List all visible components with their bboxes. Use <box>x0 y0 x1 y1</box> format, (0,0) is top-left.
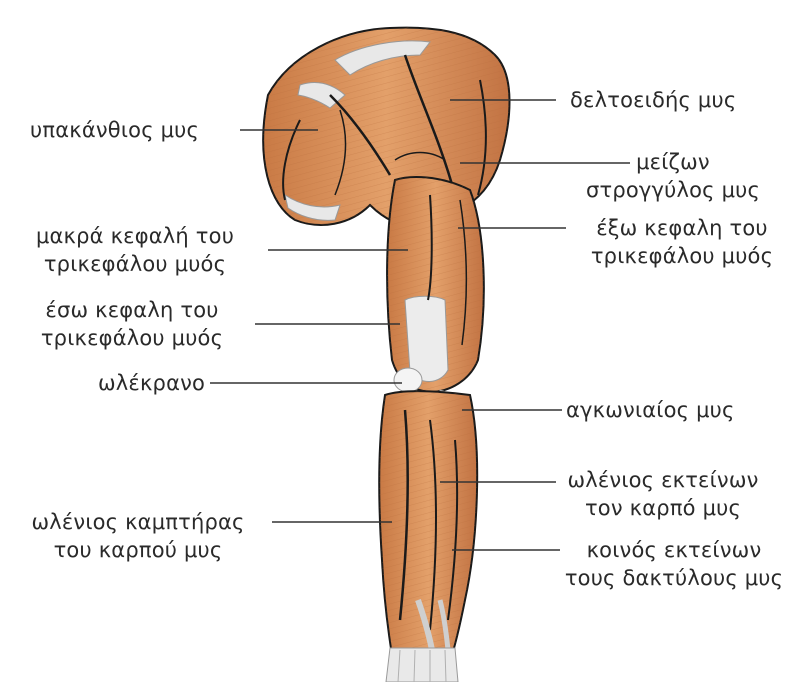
label-long-head-line2: τρικεφάλου μυός <box>10 250 260 278</box>
label-teres-major: μείζων στρογγύλος μυς <box>562 148 784 204</box>
label-long-head: μακρά κεφαλή του τρικεφάλου μυός <box>10 222 260 278</box>
forearm-group <box>379 391 477 682</box>
label-lateral-head-line1: έξω κεφαλη του <box>566 214 798 242</box>
label-long-head-line1: μακρά κεφαλή του <box>10 222 260 250</box>
label-lateral-head-line2: τρικεφάλου μυός <box>566 242 798 270</box>
upper-arm-group <box>387 177 484 392</box>
label-medial-head-line1: έσω κεφαλη του <box>10 296 254 324</box>
label-medial-head: έσω κεφαλη του τρικεφάλου μυός <box>10 296 254 352</box>
label-ecu-line1: ωλένιος εκτείνων <box>556 466 770 494</box>
label-anconeus: αγκωνιαίος μυς <box>566 396 735 424</box>
label-infraspinatus: υπακάνθιος μυς <box>30 116 199 144</box>
label-olecranon: ωλέκρανο <box>98 369 205 397</box>
label-medial-head-line2: τρικεφάλου μυός <box>10 324 254 352</box>
label-fcu-line2: του καρπού μυς <box>6 536 270 564</box>
label-fcu: ωλένιος καμπτήρας του καρπού μυς <box>6 508 270 564</box>
label-fcu-line1: ωλένιος καμπτήρας <box>6 508 270 536</box>
label-teres-major-line2: στρογγύλος μυς <box>562 176 784 204</box>
label-ecu-line2: τον καρπό μυς <box>556 494 770 522</box>
label-ecu: ωλένιος εκτείνων τον καρπό μυς <box>556 466 770 522</box>
label-edc: κοινός εκτείνων τους δακτύλους μυς <box>548 536 800 592</box>
label-teres-major-line1: μείζων <box>562 148 784 176</box>
olecranon-bone <box>394 368 422 392</box>
label-edc-line2: τους δακτύλους μυς <box>548 564 800 592</box>
label-deltoid: δελτοειδής μυς <box>570 86 736 114</box>
label-lateral-head: έξω κεφαλη του τρικεφάλου μυός <box>566 214 798 270</box>
wrist-band <box>386 648 458 682</box>
label-edc-line1: κοινός εκτείνων <box>548 536 800 564</box>
